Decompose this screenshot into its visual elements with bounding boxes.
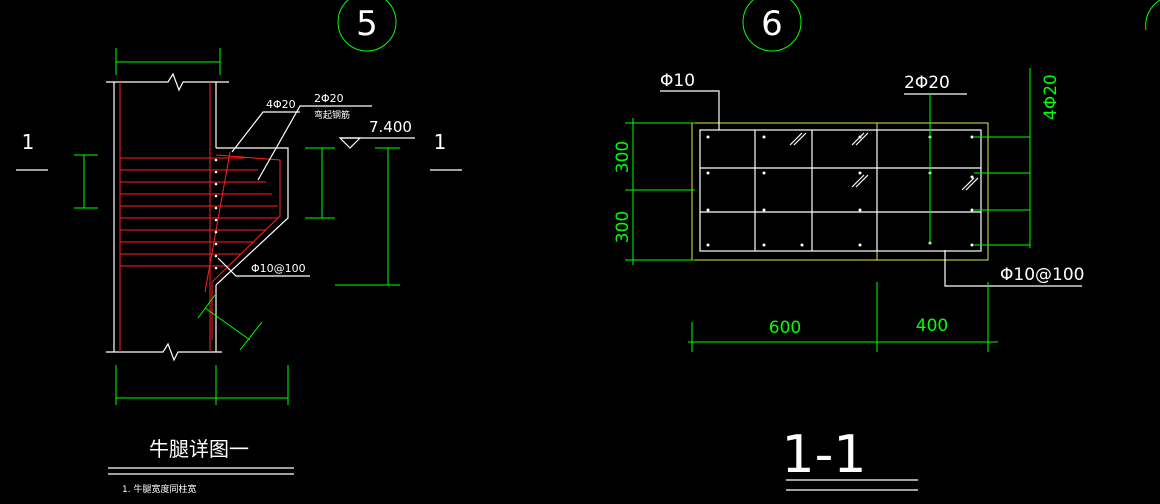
leader-stirrup	[944, 250, 1082, 287]
leader-stirrup	[217, 257, 310, 277]
leader-2phi20-note: 弯起钢筋	[314, 109, 350, 121]
elevation-mark	[338, 137, 415, 149]
dim-width-right-label: 400	[916, 316, 948, 336]
detail-6: 6	[613, 0, 1084, 491]
leader-stirrup-label: Φ10@100	[1000, 265, 1084, 285]
section-hook-marks	[789, 132, 979, 191]
detail-5-bubble	[337, 0, 397, 52]
leader-2phi20-label: 2Φ20	[904, 73, 950, 93]
detail-5-note: 1. 牛腿宽度同柱宽	[122, 483, 196, 495]
detail-5-bubble-number: 5	[356, 4, 378, 44]
break-line-top	[106, 72, 229, 92]
next-detail-bubble-partial	[1145, 0, 1160, 31]
corbel-anchor-bar	[204, 151, 231, 293]
leader-4phi20	[974, 68, 1031, 248]
section-stirrup-outer	[699, 129, 982, 252]
leader-2phi20-label: 2Φ20	[314, 92, 344, 105]
corbel-slope-dimension	[197, 294, 263, 351]
column-width-dimension	[115, 48, 221, 75]
detail-5-title: 牛腿详图一	[149, 437, 249, 461]
left-vertical-dimension	[74, 154, 98, 209]
section-outline	[691, 122, 989, 261]
leader-4phi20-label: 4Φ20	[1041, 74, 1061, 120]
section-rebar-dots	[706, 135, 974, 247]
leader-2phi20	[257, 105, 372, 181]
leader-phi10	[660, 90, 720, 130]
corbel-horizontal-rebars	[120, 157, 278, 267]
corbel-height-dimensions	[305, 147, 400, 286]
detail-6-title: 1-1	[782, 425, 867, 485]
leader-phi10-label: Φ10	[660, 71, 695, 91]
section-mark-right-label: 1	[434, 130, 447, 154]
leader-4phi20-label: 4Φ20	[266, 98, 296, 111]
leader-stirrup-label: Φ10@100	[251, 262, 306, 275]
section-mark-left-label: 1	[22, 130, 35, 154]
corbel-main-bar	[211, 154, 281, 340]
section-width-dimension	[688, 282, 998, 352]
detail-6-bubble-number: 6	[761, 4, 783, 44]
detail-5: 5	[16, 0, 462, 495]
elevation-label: 7.400	[369, 118, 412, 136]
dim-height-top-label: 300	[613, 141, 633, 173]
bottom-width-dimension	[115, 365, 289, 405]
leader-4phi20	[231, 111, 300, 153]
rebar-dots	[214, 158, 218, 270]
dim-height-bottom-label: 300	[613, 211, 633, 243]
section-height-dimension	[625, 118, 695, 265]
corbel-outline	[215, 147, 289, 286]
detail-6-bubble	[742, 0, 802, 52]
section-tie-grid	[700, 130, 981, 251]
break-line-bottom	[106, 342, 222, 362]
dim-width-left-label: 600	[769, 318, 801, 338]
